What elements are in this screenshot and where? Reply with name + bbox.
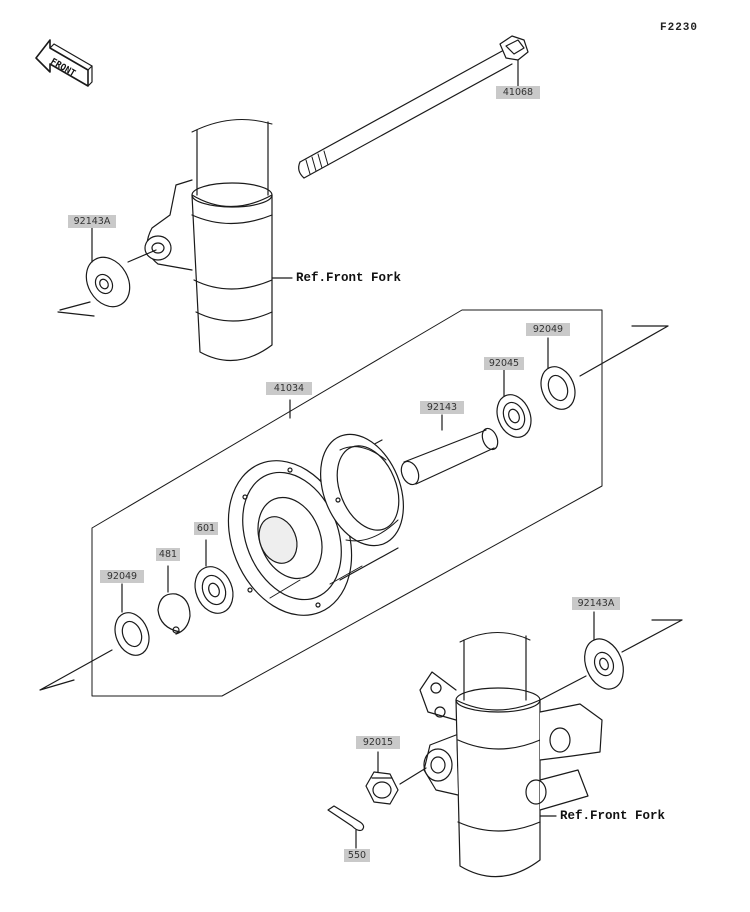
lower-fork-axle-boss [423,734,459,796]
axle-nut [365,771,399,805]
hub-assembly-frame [91,309,603,697]
spacer-tube [400,427,499,486]
axle-shaft [298,35,529,179]
axle-nut-axis [399,767,427,785]
part-label-axle-nut[interactable]: 92015 [356,736,400,749]
right-collar [584,638,624,690]
part-label-spacer[interactable]: 92143 [420,401,464,414]
upper-axis-line [57,249,157,317]
part-label-cotter-pin[interactable]: 550 [344,849,370,862]
lower-axis-line [539,619,683,701]
lower-fork-caliper-mount [419,671,457,721]
lower-fork-bracket [525,703,603,811]
hub-axis-right [579,325,669,377]
diagram-code: F2230 [660,22,699,34]
front-arrow-icon: FRONT [35,39,93,87]
circlip [157,593,191,635]
left-bearing [194,566,234,614]
left-collar [85,256,131,308]
part-label-hub[interactable]: 41034 [266,382,312,395]
part-label-left-collar[interactable]: 92143A [68,215,116,228]
upper-fork-reference: Ref.Front Fork [296,271,402,285]
lower-fork-leg [419,631,603,878]
cotter-pin [327,805,365,832]
wheel-hub [227,433,404,616]
left-seal [114,612,150,656]
hub-axis-left [39,649,113,691]
part-label-right-bearing[interactable]: 92045 [484,357,524,370]
lower-fork-reference: Ref.Front Fork [560,809,666,823]
upper-fork-lug [144,179,193,271]
right-seal [540,366,576,410]
part-label-circlip[interactable]: 481 [156,548,180,561]
part-label-right-seal[interactable]: 92049 [526,323,570,336]
part-label-left-seal[interactable]: 92049 [100,570,144,583]
part-label-right-collar[interactable]: 92143A [572,597,620,610]
part-label-left-bearing[interactable]: 601 [194,522,218,535]
axle-head [499,35,529,61]
right-bearing [496,394,532,438]
upper-fork-leg [144,119,273,362]
part-label-axle[interactable]: 41068 [496,86,540,99]
